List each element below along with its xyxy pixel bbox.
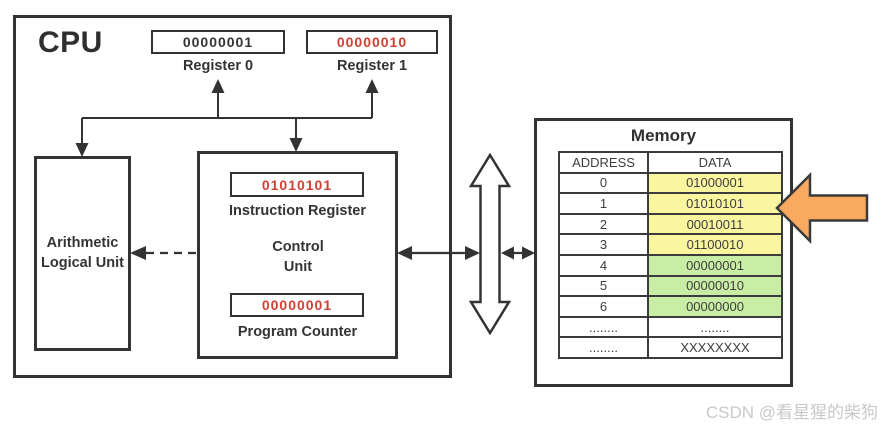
memory-row-4: 4 00000001 bbox=[558, 253, 783, 277]
memory-row-1: 1 01010101 bbox=[558, 192, 783, 215]
alu-label: Arithmetic Logical Unit bbox=[41, 234, 124, 271]
alu-box: Arithmetic Logical Unit bbox=[34, 156, 131, 351]
memory-row-7: ........ ........ bbox=[558, 315, 783, 339]
memory-row-0-data: 01000001 bbox=[647, 171, 783, 195]
program-counter-value-box: 00000001 bbox=[230, 293, 364, 317]
watermark-text: CSDN @看星猩的柴狗 bbox=[705, 403, 878, 422]
memory-header-data: DATA bbox=[647, 151, 783, 174]
register0-value-box: 00000001 bbox=[151, 30, 285, 54]
memory-title: Memory bbox=[630, 126, 697, 145]
register1-label: Register 1 bbox=[336, 58, 408, 74]
program-counter-value: 00000001 bbox=[261, 297, 333, 313]
memory-row-3-data: 01100010 bbox=[647, 233, 783, 256]
memory-row-6-data: 00000000 bbox=[647, 295, 783, 318]
control-unit-label: Control Unit bbox=[272, 239, 324, 275]
memory-row-6-address: 6 bbox=[558, 295, 649, 318]
register0-label: Register 0 bbox=[182, 58, 254, 74]
memory-header-address: ADDRESS bbox=[558, 151, 649, 174]
cpu-title: CPU bbox=[38, 26, 103, 59]
bus-memory-double-arrow bbox=[501, 246, 535, 260]
memory-row-8: ........ XXXXXXXX bbox=[558, 336, 783, 359]
register0-value: 00000001 bbox=[182, 34, 254, 50]
instruction-register-value: 01010101 bbox=[261, 176, 333, 193]
memory-row-0-address: 0 bbox=[558, 171, 649, 195]
memory-row-2-data: 00010011 bbox=[647, 212, 783, 236]
instruction-register-value-box: 01010101 bbox=[230, 172, 364, 197]
memory-row-3: 3 01100010 bbox=[558, 233, 783, 256]
register1-value-box: 00000010 bbox=[306, 30, 438, 54]
register1-value: 00000010 bbox=[336, 34, 408, 50]
memory-row-4-address: 4 bbox=[558, 253, 649, 277]
instruction-register-label: Instruction Register bbox=[229, 203, 366, 219]
memory-header-row: ADDRESS DATA bbox=[558, 151, 783, 174]
memory-row-1-address: 1 bbox=[558, 192, 649, 215]
memory-row-7-address: ........ bbox=[558, 315, 649, 339]
memory-row-5-data: 00000010 bbox=[647, 274, 783, 298]
memory-row-3-address: 3 bbox=[558, 233, 649, 256]
memory-row-8-data: XXXXXXXX bbox=[647, 336, 783, 359]
arrowhead-right-icon bbox=[465, 246, 480, 260]
memory-row-2: 2 00010011 bbox=[558, 212, 783, 236]
memory-row-8-address: ........ bbox=[558, 336, 649, 359]
system-bus-arrow bbox=[468, 152, 512, 336]
memory-row-7-data: ........ bbox=[647, 315, 783, 339]
memory-row-2-address: 2 bbox=[558, 212, 649, 236]
memory-row-6: 6 00000000 bbox=[558, 295, 783, 318]
memory-row-0: 0 01000001 bbox=[558, 171, 783, 195]
memory-row-5-address: 5 bbox=[558, 274, 649, 298]
arrowhead-left-icon bbox=[501, 246, 514, 260]
memory-row-5: 5 00000010 bbox=[558, 274, 783, 298]
memory-row-4-data: 00000001 bbox=[647, 253, 783, 277]
memory-table: ADDRESS DATA 0 01000001 1 01010101 2 000… bbox=[558, 151, 783, 359]
memory-row-1-data: 01010101 bbox=[647, 192, 783, 215]
program-counter-label: Program Counter bbox=[237, 324, 358, 340]
